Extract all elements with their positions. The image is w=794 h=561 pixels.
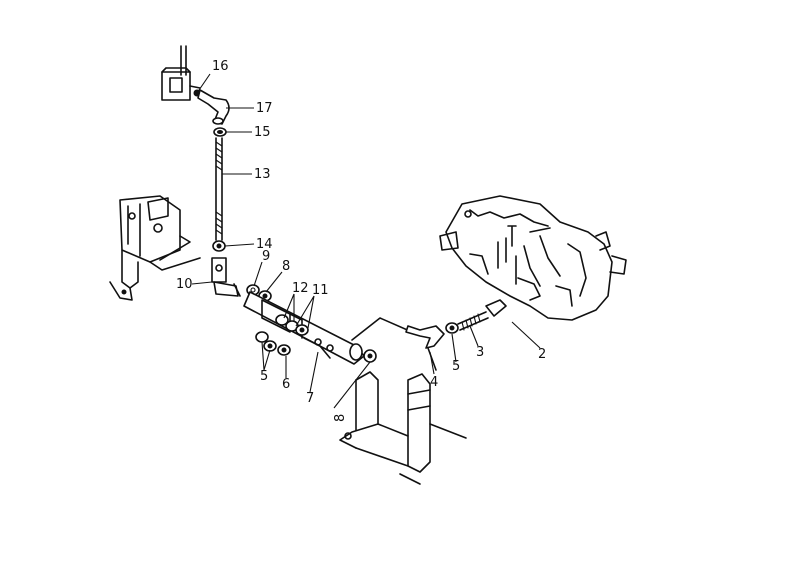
callout-14: 14 bbox=[256, 237, 273, 252]
callout-13: 13 bbox=[254, 167, 271, 182]
nuts-5-left bbox=[255, 331, 277, 352]
nut-6 bbox=[277, 344, 291, 356]
callout-10: 10 bbox=[176, 277, 193, 292]
lever-arm bbox=[211, 257, 241, 297]
callout-4: 4 bbox=[430, 375, 438, 390]
callout-7: 7 bbox=[306, 391, 314, 406]
callout-11: 11 bbox=[312, 283, 329, 298]
threaded-rod-3 bbox=[457, 299, 507, 331]
callout-6: 6 bbox=[282, 377, 290, 392]
nut-8-lower bbox=[363, 349, 377, 363]
callout-17: 17 bbox=[256, 101, 273, 116]
callout-5-left: 5 bbox=[260, 369, 268, 384]
callout-15: 15 bbox=[254, 125, 271, 140]
callout-16: 16 bbox=[212, 59, 229, 74]
callout-8-lower: 8 bbox=[333, 414, 348, 422]
nut-5-right bbox=[445, 322, 459, 334]
callout-2: 2 bbox=[538, 347, 546, 362]
callout-9: 9 bbox=[262, 249, 270, 264]
callout-3: 3 bbox=[476, 345, 484, 360]
control-rod bbox=[215, 137, 223, 241]
lower-mounting-bracket bbox=[339, 371, 467, 485]
leader-lines bbox=[191, 73, 541, 409]
ball-joint-upper bbox=[197, 89, 230, 125]
nut-15 bbox=[213, 127, 227, 137]
callout-12: 12 bbox=[292, 281, 309, 296]
link-arm bbox=[351, 317, 413, 341]
upper-clevis-bracket bbox=[161, 45, 201, 101]
nut-14 bbox=[212, 240, 226, 252]
callout-8-upper: 8 bbox=[282, 259, 290, 274]
ball-joint-4 bbox=[405, 325, 445, 371]
left-mounting-bracket bbox=[109, 195, 201, 301]
control-valve-body bbox=[439, 195, 627, 321]
callout-5-right: 5 bbox=[452, 359, 460, 374]
nut-12-cluster bbox=[275, 314, 309, 336]
